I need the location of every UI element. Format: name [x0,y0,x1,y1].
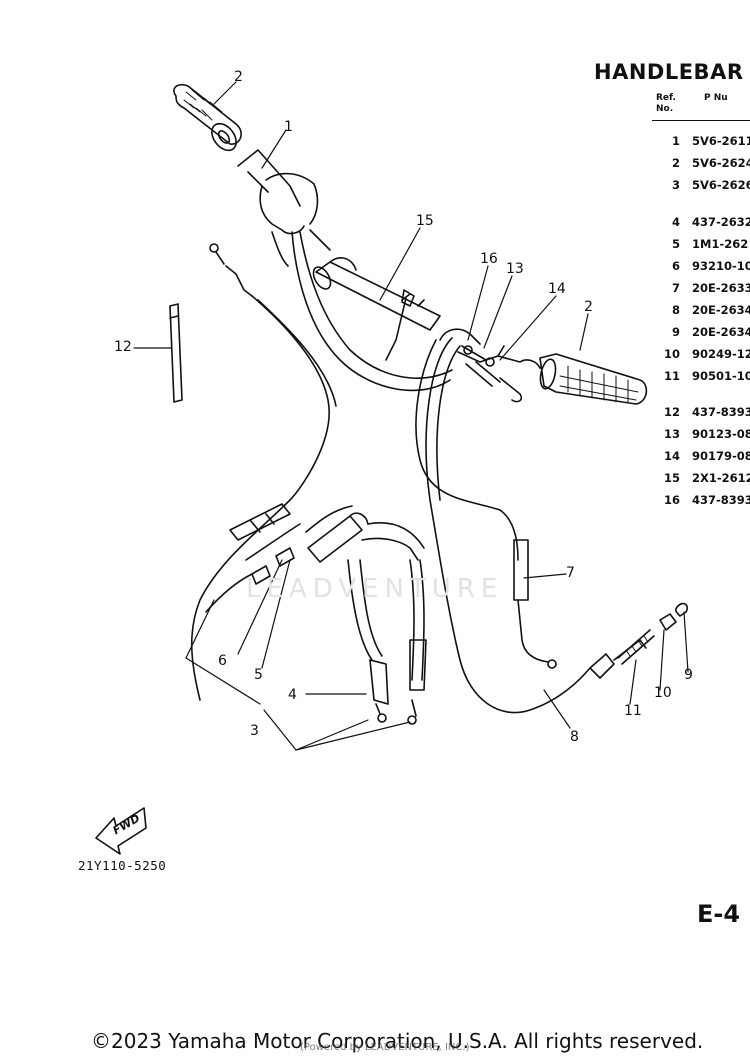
callout-5: 5 [254,667,263,683]
brake-cable [415,339,557,669]
callout-13-screw: 13 [506,261,524,277]
long-cable [425,337,647,714]
handlebar-tube [237,149,453,392]
part-no-header: P Nu [704,93,728,103]
copyright-footer: ©2023 Yamaha Motor Corporation, U.S.A. A… [91,1029,704,1053]
left-grip [173,83,242,152]
callout-7-brake-cable: 7 [566,565,575,581]
adjuster-parts [617,602,689,665]
callout-1-handlebar: 1 [284,119,293,135]
parts-table-header: Ref. No. P Nu [652,92,750,121]
callout-12-strap: 12 [114,339,132,355]
watermark: LEADVENTURE [246,574,504,604]
callout-14-screw: 14 [548,281,566,297]
strap [169,303,183,403]
callout-2-right-grip: 2 [584,299,593,315]
right-grip-assembly [439,328,648,405]
callout-15-throttle-housing: 15 [416,213,434,229]
fwd-arrow-icon [95,807,147,855]
throttle-screws [385,289,495,367]
throttle-housing [312,257,441,331]
callout-8-long-cable: 8 [570,729,579,745]
callout-10: 10 [654,685,672,701]
callout-3-throttle-cable: 3 [250,723,259,739]
callout-9: 9 [684,667,693,683]
diagram-code: 21Y110-5250 [78,858,167,873]
callout-4-junction: 4 [288,687,297,703]
callout-16-screw: 16 [480,251,498,267]
callout-11: 11 [624,703,642,719]
powered-by-stamp: (Powered by LEADVENTURE, INC.) [300,1042,470,1053]
callout-2-left-grip: 2 [234,69,243,85]
page-identifier: E-4 [697,900,741,928]
cable-junction [307,512,427,725]
throttle-cable [190,243,353,701]
ref-no-header: Ref. No. [656,93,676,114]
callout-6: 6 [218,653,227,669]
diagram-title: HANDLEBAR [594,60,744,84]
leader-lines [133,81,689,751]
